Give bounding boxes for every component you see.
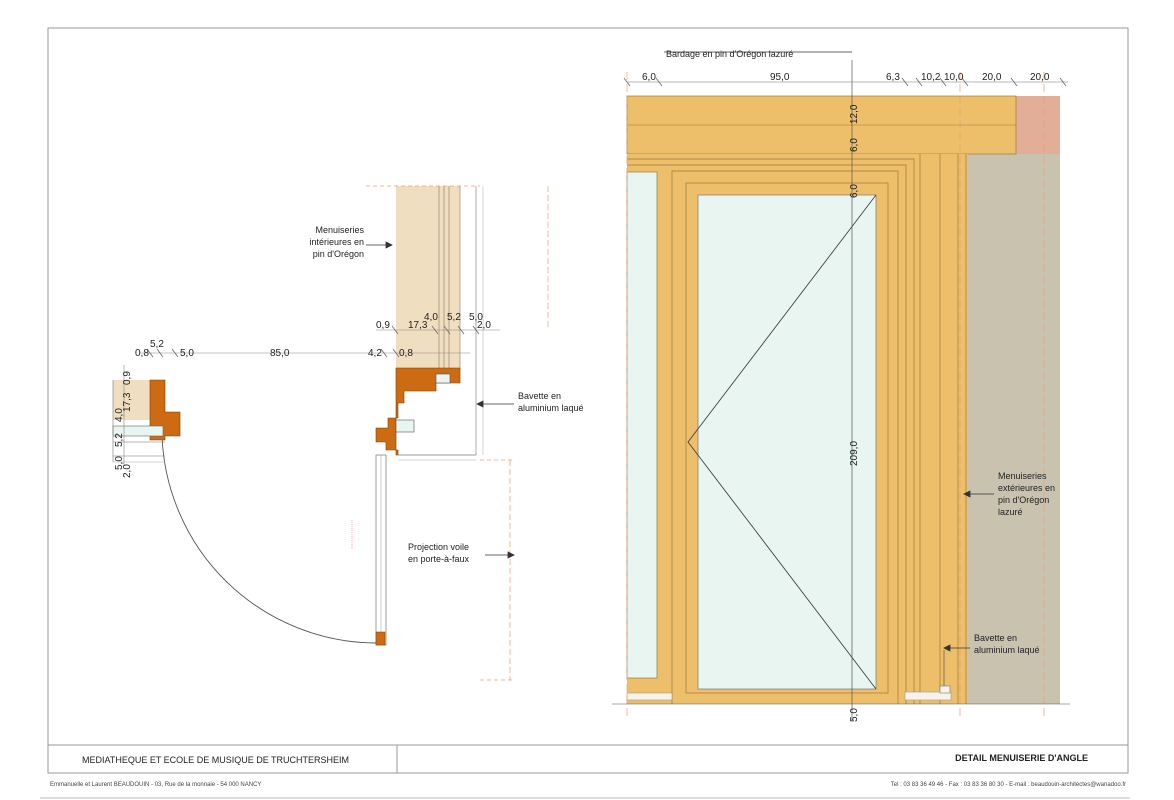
- plan-labels: Menuiseries intérieures en pin d'Orégon …: [309, 225, 583, 564]
- door-glazing: [697, 194, 877, 690]
- elev-bavette-line1: Bavette en: [974, 633, 1017, 643]
- projection-label-line1: Projection voile: [408, 542, 469, 552]
- dim-v-5-0: 5,0: [114, 456, 125, 470]
- exterior-label-line2: extérieures en: [998, 483, 1055, 493]
- dim-plan-0-9: 0,9: [376, 320, 390, 331]
- plan-leaders: [366, 241, 515, 559]
- plan-dimensions: 0,8 5,2 5,0 85,0 4,2 0,8 0,9 17,3 4,0 5,…: [135, 312, 491, 359]
- dim-v-2-0: 2,0: [122, 464, 133, 478]
- dim-v-4-0: 4,0: [114, 408, 125, 422]
- dim-plan-2-0: 2,0: [477, 320, 491, 331]
- wall-fill: [968, 154, 1060, 704]
- projection-label-line2: en porte-à-faux: [408, 554, 470, 564]
- dim-plan-5-2-right: 5,2: [447, 312, 461, 323]
- dim-e-6-0-v1: 6,0: [849, 138, 860, 152]
- door-swing-arc: [161, 434, 377, 644]
- dim-plan-85-0: 85,0: [270, 348, 290, 359]
- plan-bavette-line1: Bavette en: [518, 391, 561, 401]
- dim-v-0-9: 0,9: [122, 371, 133, 385]
- dim-e-12-0: 12,0: [849, 104, 860, 124]
- dim-e-95-0: 95,0: [770, 72, 790, 83]
- dim-plan-17-3: 17,3: [408, 320, 428, 331]
- sheet-frame: [47, 27, 1129, 774]
- contact-line: Tel : 03 83 36 49 46 - Fax : 03 83 36 80…: [891, 782, 1126, 788]
- plan-section: [112, 185, 549, 681]
- dim-plan-4-0: 4,0: [424, 312, 438, 323]
- exterior-label-line1: Menuiseries: [998, 471, 1047, 481]
- elevation: [612, 51, 1070, 720]
- cladding-label: Bardage en pin d'Orégon lazuré: [666, 49, 793, 59]
- dim-plan-0-8-left: 0,8: [135, 348, 149, 359]
- dim-plan-4-2: 4,2: [368, 348, 382, 359]
- interior-label-line3: pin d'Orégon: [313, 249, 364, 259]
- elev-bavette-line2: aluminium laqué: [974, 645, 1040, 655]
- interior-label-line2: intérieures en: [309, 237, 364, 247]
- dim-e-20-0-b: 20,0: [1030, 72, 1050, 83]
- exterior-label-line4: lazuré: [998, 507, 1023, 517]
- brick-band: [1016, 96, 1060, 154]
- drawing-title: DETAIL MENUISERIE D'ANGLE: [955, 753, 1088, 763]
- left-glazing: [626, 171, 658, 679]
- dim-e-5-0: 5,0: [849, 708, 860, 722]
- dim-e-6-0: 6,0: [642, 72, 656, 83]
- dim-e-20-0-a: 20,0: [982, 72, 1002, 83]
- dim-v-17-3: 17,3: [122, 392, 133, 412]
- left-jamb-fill: [113, 380, 153, 420]
- dim-plan-5-2: 5,2: [150, 339, 164, 350]
- interior-label-line1: Menuiseries: [315, 225, 364, 235]
- interior-joinery-fill: [396, 186, 460, 370]
- plan-vertical-dimensions: 0,9 17,3 4,0 5,2 5,0 2,0: [114, 371, 133, 478]
- elevation-leaders: [943, 490, 994, 652]
- architects-line: Emmanuelle et Laurent BEAUDOUIN - 03, Ru…: [50, 782, 261, 788]
- exterior-label-line3: pin d'Orégon: [998, 495, 1049, 505]
- dim-plan-0-8-right: 0,8: [399, 348, 413, 359]
- plan-bavette-line2: aluminium laqué: [518, 403, 584, 413]
- elevation-labels: Bardage en pin d'Orégon lazuré Menuiseri…: [666, 49, 1055, 655]
- dim-plan-5-0: 5,0: [180, 348, 194, 359]
- elevation-dimensions: 6,0 95,0 6,3 10,2 10,0 20,0 20,0 12,0 6,…: [642, 72, 1050, 722]
- project-title: MEDIATHEQUE ET ECOLE DE MUSIQUE DE TRUCH…: [82, 755, 349, 765]
- dim-e-10-0: 10,0: [944, 72, 964, 83]
- left-jamb-section: [149, 379, 181, 441]
- dim-e-6-0-v2: 6,0: [849, 184, 860, 198]
- opening-direction-lines: [687, 194, 877, 690]
- dim-e-209-0: 209,0: [849, 441, 860, 466]
- dim-plan-5-0-right: 5,0: [469, 312, 483, 323]
- dim-e-10-2: 10,2: [921, 72, 941, 83]
- dim-e-6-3: 6,3: [886, 72, 900, 83]
- dim-v-5-2: 5,2: [114, 433, 125, 447]
